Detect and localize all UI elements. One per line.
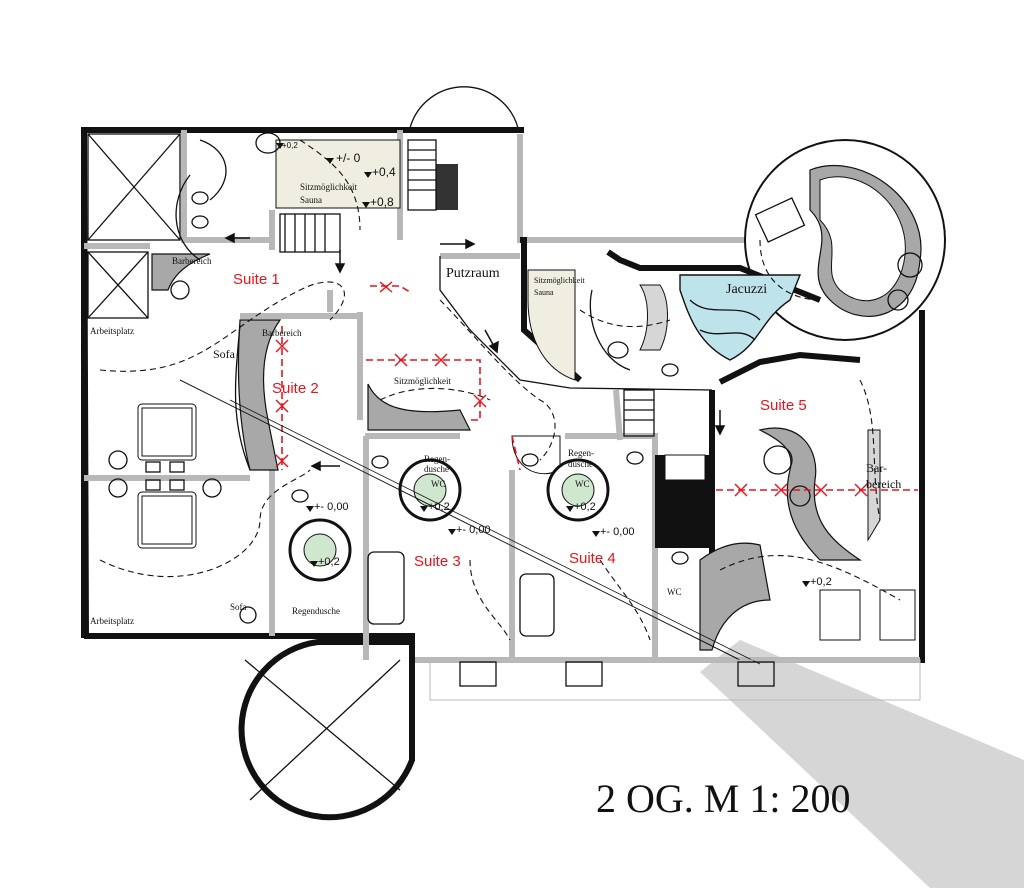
sofa-2-label: Sofa <box>230 602 247 612</box>
top-stair-arc <box>409 86 519 129</box>
arrows <box>224 232 726 472</box>
regendusche-2-label: Regendusche <box>292 606 340 616</box>
suite-5-label: Suite 5 <box>760 397 807 414</box>
sofa-1-label: Sofa <box>213 347 236 361</box>
red-partitions <box>275 281 918 497</box>
barbereich-5b-label: bereich <box>866 477 901 491</box>
wc-3-label: WC <box>431 479 446 489</box>
level-s3-02: +0,2 <box>428 501 450 513</box>
sauna-mid-label-1: Sitzmöglichkeit <box>534 276 585 285</box>
suite-1-label: Suite 1 <box>233 271 280 288</box>
sitzmoeglichkeit-label: Sitzmöglichkeit <box>394 376 451 386</box>
regendusche-3a-label: Regen- <box>424 454 450 464</box>
level-top-08: +0,8 <box>370 195 394 209</box>
wc-4-label: WC <box>575 479 590 489</box>
sun-beam <box>700 640 1024 888</box>
arbeitsplatz-1-label: Arbeitsplatz <box>90 326 134 336</box>
jacuzzi-label: Jacuzzi <box>726 282 767 297</box>
level-s3-000: +- 0,00 <box>456 524 491 536</box>
level-s2-02: +0,2 <box>318 556 340 568</box>
fixtures <box>108 132 811 637</box>
level-top-04: +0,4 <box>372 165 396 179</box>
round-tower <box>238 639 415 821</box>
arbeitsplatz-2-label: Arbeitsplatz <box>90 616 134 626</box>
sauna-top-label-2: Sauna <box>300 195 322 205</box>
level-s4-000: +- 0,00 <box>600 526 635 538</box>
showers <box>288 458 610 582</box>
plan-title: 2 OG. M 1: 200 <box>596 776 850 821</box>
sauna-top-label-1: Sitzmöglichkeit <box>300 182 357 192</box>
barbereich-1-label: Barbereich <box>172 256 212 266</box>
shafts <box>87 133 458 319</box>
bottom-bays <box>429 659 921 701</box>
barbereich-5a-label: Bar- <box>866 461 887 475</box>
level-markers <box>276 143 810 587</box>
level-top-02: +0,2 <box>282 141 298 150</box>
regendusche-3b-label: dusche <box>424 464 449 474</box>
level-top-pm0: +/- 0 <box>336 151 361 165</box>
stairs-top-left <box>279 139 655 437</box>
section-line-2 <box>229 399 761 665</box>
suite-4-label: Suite 4 <box>569 550 616 567</box>
level-s2-000: +- 0,00 <box>314 501 349 513</box>
suite-2-label: Suite 2 <box>272 380 319 397</box>
circulation-paths <box>99 139 901 641</box>
sauna-rooms <box>275 139 576 381</box>
suite-3-label: Suite 3 <box>414 553 461 570</box>
regendusche-4b-label: dusche <box>568 459 593 469</box>
level-s4-02: +0,2 <box>574 501 596 513</box>
putzraum-label: Putzraum <box>446 266 500 281</box>
barbereich-2-label: Barbereich <box>262 328 302 338</box>
jacuzzi-pool <box>679 274 802 361</box>
sauna-mid-label-2: Sauna <box>534 288 554 297</box>
beds <box>137 403 197 549</box>
regendusche-4a-label: Regen- <box>568 448 594 458</box>
wc-5-label: WC <box>667 587 682 597</box>
section-line <box>179 379 741 661</box>
level-s5-02: +0,2 <box>810 576 832 588</box>
